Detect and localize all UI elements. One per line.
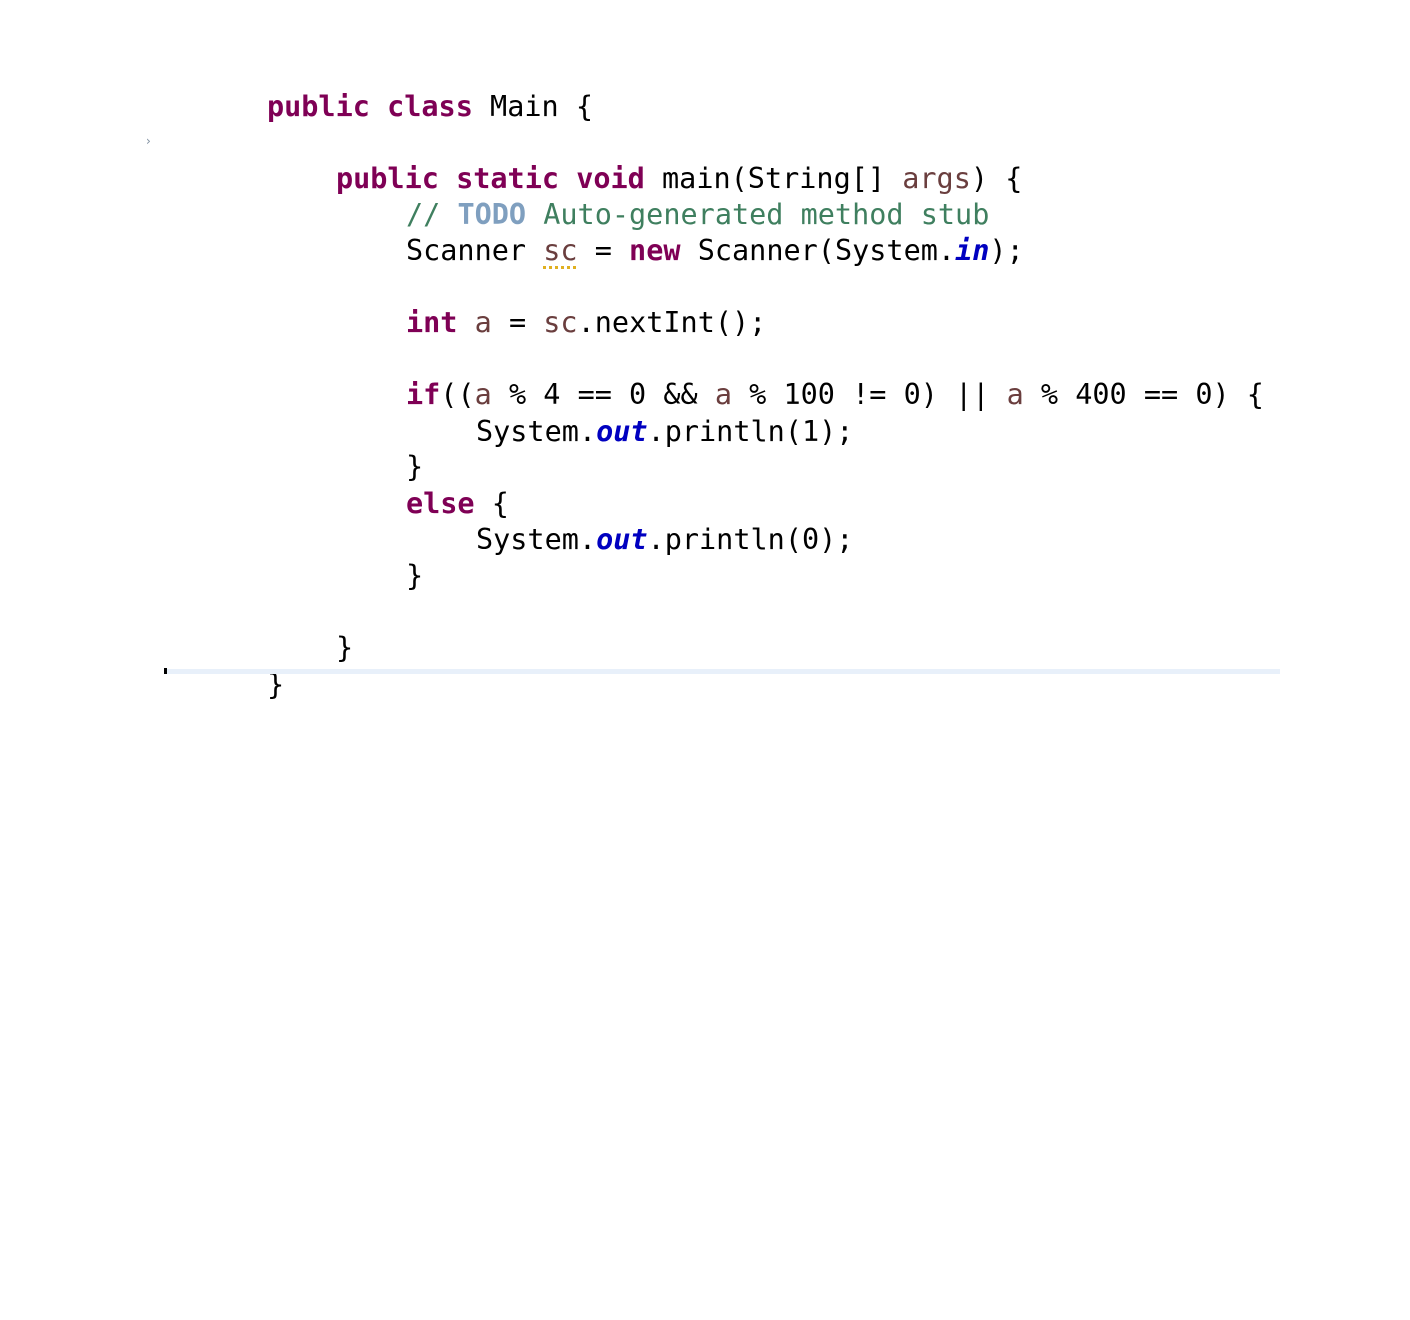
code-area[interactable]: public class Main { public static void m… bbox=[164, 0, 1264, 1320]
token-static-field: in bbox=[955, 234, 990, 267]
code-line-scanner: Scanner sc = new Scanner(System.in); bbox=[303, 197, 1024, 267]
code-line-int-a: int a = sc.nextInt(); bbox=[303, 269, 766, 339]
token-text: % 100 != 0) || bbox=[732, 378, 1007, 411]
token-text: Scanner bbox=[405, 234, 544, 267]
token-static-field: out bbox=[596, 523, 648, 556]
token-text: % 400 == 0) { bbox=[1023, 378, 1264, 411]
token-variable: sc bbox=[543, 306, 578, 339]
token-text: Main { bbox=[472, 90, 593, 123]
token-variable: a bbox=[714, 378, 733, 411]
token-text: = bbox=[491, 306, 544, 339]
code-line-else: else { bbox=[303, 450, 509, 520]
fold-arrow-icon[interactable]: › bbox=[146, 134, 151, 148]
token-keyword: else bbox=[405, 487, 475, 520]
current-line-highlight bbox=[164, 669, 1280, 674]
token-todo-tag: TODO bbox=[457, 198, 527, 231]
token-variable-warning[interactable]: sc bbox=[543, 234, 578, 267]
token-text: .println(0); bbox=[647, 523, 854, 556]
token-keyword: new bbox=[629, 234, 681, 267]
token-text: (( bbox=[440, 378, 475, 411]
token-text: Scanner(System. bbox=[680, 234, 956, 267]
token-keyword: if bbox=[405, 378, 441, 411]
token-keyword: int bbox=[405, 306, 458, 339]
token-keyword: public bbox=[266, 90, 370, 123]
code-line-if: if((a % 4 == 0 && a % 100 != 0) || a % 4… bbox=[303, 341, 1264, 411]
code-line-class-declaration: public class Main { bbox=[164, 53, 593, 123]
token-text: System. bbox=[475, 415, 597, 448]
text-cursor bbox=[164, 668, 167, 674]
token-text: .nextInt(); bbox=[577, 306, 767, 339]
token-static-field: out bbox=[596, 415, 648, 448]
token-keyword: static bbox=[456, 162, 560, 195]
token-text bbox=[457, 306, 474, 339]
token-variable: a bbox=[474, 378, 492, 411]
code-line-todo-comment: // TODO Auto-generated method stub bbox=[303, 161, 989, 231]
token-text: ) { bbox=[970, 162, 1023, 195]
token-text: main(String[] bbox=[644, 162, 903, 195]
code-editor[interactable]: › public class Main { public static void… bbox=[0, 0, 1410, 701]
token-parameter: args bbox=[902, 162, 971, 195]
token-text: { bbox=[474, 487, 509, 520]
token-variable: a bbox=[1006, 378, 1024, 411]
token-text: .println(1); bbox=[647, 415, 854, 448]
code-line-main-method: public static void main(String[] args) { bbox=[233, 125, 1022, 195]
token-text: % 4 == 0 && bbox=[491, 378, 715, 411]
token-text: = bbox=[577, 234, 630, 267]
token-text: } bbox=[405, 559, 424, 592]
code-line-close-else: } bbox=[303, 522, 423, 592]
code-line-println-1: System.out.println(1); bbox=[373, 378, 854, 448]
token-keyword: public bbox=[335, 162, 439, 195]
token-text: System. bbox=[475, 523, 597, 556]
token-keyword: class bbox=[387, 90, 473, 123]
token-text: } bbox=[405, 450, 424, 483]
token-variable: a bbox=[474, 306, 492, 339]
code-line-close-if: } bbox=[303, 413, 423, 483]
token-comment: // bbox=[405, 198, 458, 231]
token-text: ); bbox=[989, 234, 1024, 267]
token-text bbox=[370, 90, 387, 123]
token-comment: Auto-generated method stub bbox=[526, 198, 990, 231]
code-line-println-0: System.out.println(0); bbox=[373, 486, 854, 556]
code-line-close-method: } bbox=[233, 594, 353, 664]
token-keyword: void bbox=[576, 162, 645, 195]
token-text: } bbox=[335, 631, 354, 664]
code-line-close-class: } bbox=[164, 631, 284, 701]
